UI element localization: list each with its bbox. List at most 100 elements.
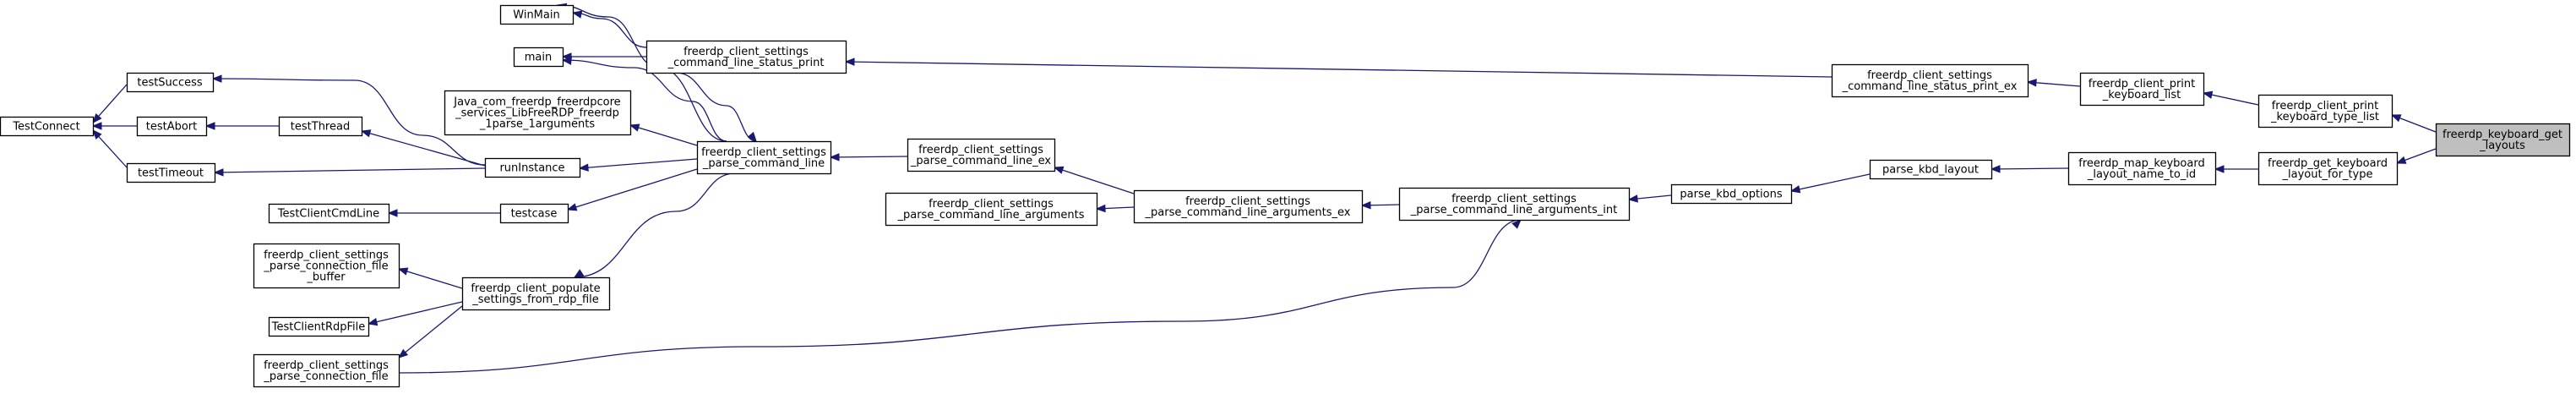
node-box — [136, 116, 208, 137]
node-box — [2435, 123, 2571, 157]
edge-parse_command_line_arguments-to-parse_command_line_arguments_ex — [1095, 204, 1135, 213]
edge-arrowhead — [829, 153, 840, 161]
edge-arrowhead — [578, 163, 589, 172]
edge-arrowhead — [397, 348, 409, 358]
node-testclientcmdline[interactable]: TestClientCmdLine — [268, 203, 390, 224]
node-parse-command-line-arguments[interactable]: freerdp_client_settings_parse_command_li… — [885, 192, 1098, 227]
node-label-line: testTimeout — [138, 167, 204, 180]
node-label-line: freerdp_get_keyboard — [2268, 157, 2388, 170]
edge-parse_command_line_arguments_ex-to-parse_command_line_arguments_int — [1360, 201, 1400, 210]
node-label-line: freerdp_client_settings — [1867, 69, 1992, 82]
edge-line — [2203, 92, 2259, 106]
node-parse-command-line[interactable]: freerdp_client_settings_parse_command_li… — [696, 140, 832, 175]
node-label-line: TestClientCmdLine — [277, 208, 379, 221]
edge-java_parse_arguments-to-parse_command_line — [629, 123, 698, 146]
edge-arrowhead — [397, 267, 409, 276]
node-winmain[interactable]: WinMain — [499, 4, 575, 25]
node-label-line: _keyboard_type_list — [2270, 111, 2379, 123]
node-label-line: TestConnect — [12, 121, 79, 134]
edge-parse_command_line_ex-to-parse_command_line_arguments_ex — [1053, 166, 1135, 194]
edge-testconnect-to-testtimeout — [92, 129, 128, 168]
edge-line — [579, 158, 698, 169]
edge-arrowhead — [360, 129, 372, 138]
edge-line — [398, 268, 463, 289]
node-keyboard-get-layouts[interactable]: freerdp_keyboard_get_layouts — [2435, 123, 2571, 157]
node-testclientrdpfile[interactable]: TestClientRdpFile — [268, 316, 370, 337]
edge-line — [1991, 167, 2069, 170]
node-label-line: _command_line_status_print — [667, 57, 825, 69]
node-label-line: freerdp_client_settings — [1451, 193, 1577, 205]
edge-line — [830, 156, 908, 158]
node-label-line: testcase — [511, 208, 558, 221]
node-label-line: freerdp_client_settings — [1185, 195, 1310, 208]
node-java-parse-arguments[interactable]: Java_com_freerdp_freerdpcore_services_Li… — [444, 90, 632, 136]
node-box — [278, 116, 363, 137]
edge-arrowhead — [387, 209, 398, 217]
node-label-line: _parse_command_line_arguments — [896, 209, 1084, 222]
node-box — [499, 203, 569, 224]
node-status-print[interactable]: freerdp_client_settings_command_line_sta… — [645, 40, 847, 74]
call-nodes: freerdp_keyboard_get_layouts freerdp_clie… — [0, 4, 2571, 388]
edge-line — [845, 61, 1833, 78]
edge-arrowhead — [92, 129, 102, 140]
node-label-line: parse_kbd_options — [1680, 189, 1782, 201]
edge-arrowhead — [91, 122, 102, 130]
node-parse-connection-file[interactable]: freerdp_client_settings_parse_connection… — [253, 353, 400, 388]
node-label-line: testSuccess — [137, 77, 203, 90]
node-testabort[interactable]: testAbort — [136, 116, 208, 137]
node-label-line: runInstance — [499, 162, 564, 175]
node-label-line: _command_line_status_print_ex — [1842, 80, 2018, 93]
edge-line — [368, 301, 463, 325]
node-get-keyboard-layout-for-type[interactable]: freerdp_get_keyboard_layout_for_type — [2257, 151, 2399, 186]
node-map-keyboard-layout-name-to-id[interactable]: freerdp_map_keyboard_layout_name_to_id — [2067, 151, 2217, 186]
node-main[interactable]: main — [513, 47, 564, 68]
edge-parse_kbd_options-to-parse_kbd_layout — [1789, 173, 1871, 194]
node-testthread[interactable]: testThread — [278, 116, 363, 137]
node-testsuccess[interactable]: testSuccess — [126, 72, 215, 93]
node-testcase[interactable]: testcase — [499, 203, 569, 224]
edge-testconnect-to-testabort — [91, 122, 137, 130]
node-label-line: freerdp_client_print — [2089, 78, 2196, 90]
node-client-print-keyboard-list[interactable]: freerdp_client_print_keyboard_list — [2079, 72, 2205, 107]
edge-arrowhead — [92, 113, 102, 124]
node-runinstance[interactable]: runInstance — [484, 157, 581, 178]
node-box — [268, 316, 370, 337]
node-parse-command-line-arguments-ex[interactable]: freerdp_client_settings_parse_command_li… — [1133, 189, 1364, 224]
node-parse-kbd-options[interactable]: parse_kbd_options — [1670, 183, 1793, 205]
edge-line — [629, 124, 698, 146]
node-parse-connection-file-buffer[interactable]: freerdp_client_settings_parse_connection… — [253, 243, 400, 289]
edge-line — [214, 167, 486, 173]
node-box — [253, 243, 400, 289]
node-label-line: _settings_from_rdp_file — [471, 293, 599, 306]
node-box — [1831, 63, 2029, 98]
node-status-print-ex[interactable]: freerdp_client_settings_command_line_sta… — [1831, 63, 2029, 98]
node-label-line: _parse_command_line — [702, 157, 825, 170]
node-label-line: parse_kbd_layout — [1882, 164, 1979, 177]
node-label-line: _parse_command_line_arguments_ex — [1145, 206, 1351, 219]
edge-arrowhead — [2026, 79, 2037, 87]
node-parse-kbd-layout[interactable]: parse_kbd_layout — [1869, 159, 1993, 180]
edge-line — [567, 168, 698, 211]
node-parse-command-line-ex[interactable]: freerdp_client_settings_parse_command_li… — [907, 138, 1056, 172]
node-testconnect[interactable]: TestConnect — [0, 116, 95, 137]
node-label-line: _parse_connection_file — [263, 370, 388, 383]
node-box — [1398, 187, 1631, 222]
node-client-print-keyboard-type-list[interactable]: freerdp_client_print_keyboard_type_list — [2257, 94, 2394, 129]
edge-status_print-to-status_print_ex — [844, 57, 1833, 78]
edge-line — [675, 72, 757, 142]
edge-parse_connection_file_buffer-to-populate_settings_from_rdp_file — [397, 267, 463, 289]
edge-arrowhead — [2202, 90, 2214, 99]
edge-main-to-status_print — [561, 52, 646, 61]
edge-arrowhead — [1360, 201, 1371, 210]
edge-line — [1054, 167, 1135, 194]
node-label-line: _keyboard_list — [2102, 89, 2181, 101]
node-parse-command-line-arguments-int[interactable]: freerdp_client_settings_parse_command_li… — [1398, 187, 1631, 222]
edge-arrowhead — [1627, 194, 1638, 203]
edge-line — [557, 4, 727, 142]
node-label-line: main — [525, 52, 552, 64]
node-testtimeout[interactable]: testTimeout — [126, 162, 216, 183]
node-label-line: Java_com_freerdp_freerdpcore — [453, 96, 620, 109]
edge-status_print_ex-to-client_print_keyboard_list — [2026, 79, 2081, 87]
node-populate-settings-from-rdp-file[interactable]: freerdp_client_populate_settings_from_rd… — [461, 276, 611, 311]
